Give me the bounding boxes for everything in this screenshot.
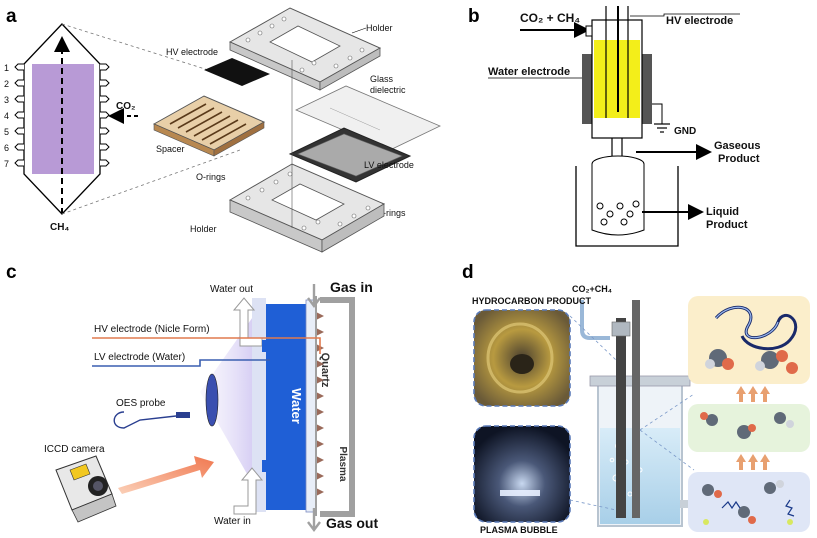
water-port-top xyxy=(262,340,272,352)
feed-label-d: CO₂+CH₄ xyxy=(572,284,612,294)
plasma-bubble-photo xyxy=(473,425,571,523)
radical-molecules xyxy=(700,412,794,439)
ch4-label: CH₄ xyxy=(50,222,69,233)
gas-in-label: Gas in xyxy=(330,279,373,295)
gas-out-arrow xyxy=(307,508,321,532)
electrode-rod-2 xyxy=(632,300,640,518)
lv-electrode-wire xyxy=(92,359,270,367)
zoom-line xyxy=(61,149,241,215)
water-electrode-label: Water electrode xyxy=(488,66,570,78)
oes-probe xyxy=(113,411,190,429)
iccd-camera-label: ICCD camera xyxy=(44,444,105,455)
electrode-rod-1 xyxy=(616,318,626,518)
gas-inlet-port xyxy=(585,25,593,37)
gnd-label: GND xyxy=(674,126,696,137)
panel-c: c Water Quartz Plasma Gas in Gas out Wat… xyxy=(6,262,378,532)
panel-letter-b: b xyxy=(468,6,480,27)
lv-electrode-label-a: LV electrode xyxy=(364,160,414,170)
panel-b: b CO₂ + CH₄ HV electrode Water electrode… xyxy=(468,6,760,247)
reactor-beaker xyxy=(589,375,698,527)
hv-electrode-label-b: HV electrode xyxy=(666,15,733,27)
collimating-lens xyxy=(205,373,219,427)
hydrocarbon-product-label: HYDROCARBON PRODUCT xyxy=(472,296,592,306)
o-rings-right-label: O-rings xyxy=(376,208,406,218)
water-in-label: Water in xyxy=(214,516,251,527)
o-rings-left-label: O-rings xyxy=(196,172,226,182)
feed-label-b: CO₂ + CH₄ xyxy=(520,11,580,25)
channel-number: 4 xyxy=(4,111,9,121)
water-electrode-right xyxy=(642,54,652,124)
gas-channel xyxy=(320,297,355,517)
lv-electrode-label-c: LV electrode (Water) xyxy=(94,352,185,363)
plasma-emission-cone xyxy=(200,304,262,500)
molecule-cluster xyxy=(705,349,798,374)
channel-number: 3 xyxy=(4,95,9,105)
gas-in-arrow xyxy=(307,284,321,308)
plasma-label: Plasma xyxy=(337,446,348,481)
oes-probe-label: OES probe xyxy=(116,398,166,409)
feed-arrow-d xyxy=(580,300,610,340)
co2-label: CO₂ xyxy=(116,101,135,112)
water-label: Water xyxy=(289,388,304,424)
panel-a: a 1 2 3 4 5 6 7 CO₂ CH₄ xyxy=(4,6,441,253)
water-electrode-left xyxy=(582,54,592,124)
quartz-label: Quartz xyxy=(319,353,331,388)
holder-top-label: Holder xyxy=(366,23,393,33)
reactor-channel-diagram xyxy=(14,23,110,215)
liquid-droplets xyxy=(596,200,640,226)
nickel-foam-electrode xyxy=(316,312,324,496)
panel-letter-d: d xyxy=(462,262,474,283)
hv-electrode-leader xyxy=(630,13,740,17)
water-out-label: Water out xyxy=(210,284,253,295)
hv-electrode-label-c: HV electrode (Nicle Form) xyxy=(94,324,210,335)
spacer-label: Spacer xyxy=(156,144,185,154)
channel-numbers: 1 2 3 4 5 6 7 xyxy=(4,63,9,169)
collection-beaker xyxy=(575,166,679,247)
channel-number: 7 xyxy=(4,159,9,169)
upward-arrows xyxy=(736,386,770,470)
channel-number: 6 xyxy=(4,143,9,153)
reactant-molecules xyxy=(702,480,795,525)
collection-flask xyxy=(591,164,645,236)
hv-electrode-label-a: HV electrode xyxy=(166,47,218,57)
observation-arrow xyxy=(118,456,214,494)
panel-d: d CO₂+CH₄ HYDROCARBON PRODUCT PLASMA BUB… xyxy=(462,262,810,535)
holder-top xyxy=(228,7,382,91)
zoom-line xyxy=(61,23,241,81)
quartz-wall xyxy=(305,299,317,513)
spacer xyxy=(152,95,266,157)
iccd-camera xyxy=(55,455,117,523)
water-in-arrow xyxy=(233,467,264,515)
gas-out-label: Gas out xyxy=(326,515,378,531)
water-port-bottom xyxy=(262,460,272,472)
lv-electrode-plate xyxy=(288,127,412,183)
panel-letter-c: c xyxy=(6,262,17,283)
channel-number: 1 xyxy=(4,63,9,73)
plasma-bubble-label: PLASMA BUBBLE xyxy=(480,525,558,535)
channel-number: 5 xyxy=(4,127,9,137)
hv-electrode-plate xyxy=(204,58,270,86)
holder-bottom xyxy=(228,163,386,253)
holder-bottom-label: Holder xyxy=(190,224,217,234)
panel-letter-a: a xyxy=(6,6,17,27)
channel-number: 2 xyxy=(4,79,9,89)
gnd-wire xyxy=(652,103,663,124)
leader-line xyxy=(351,27,367,34)
hv-electrode-wire xyxy=(92,337,321,354)
